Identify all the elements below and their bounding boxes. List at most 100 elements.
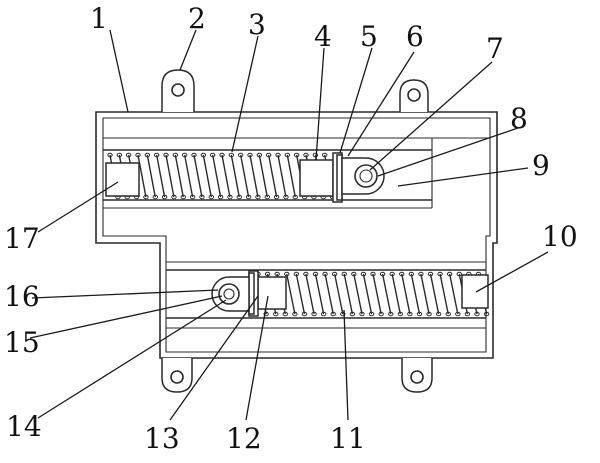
spring-coil-end: [284, 152, 291, 158]
spring-coil: [137, 154, 147, 198]
label-7: 7: [486, 32, 504, 65]
spring-coil-end: [370, 271, 376, 277]
label-15: 15: [4, 326, 40, 359]
callout-numbers: 1 2 3 4 5 6 7 8 9 10 11 12 13 14 15 16 1…: [4, 2, 578, 455]
spring-coil: [439, 273, 449, 315]
spring-coil: [211, 154, 222, 198]
spring-coil-end: [340, 311, 346, 317]
spring-coil-end: [379, 271, 386, 277]
spring-coil-end: [256, 152, 263, 158]
top-pin-inner: [359, 169, 373, 183]
label-9: 9: [532, 149, 550, 182]
spring-coil-end: [171, 194, 177, 200]
spring-coil-end: [360, 271, 367, 277]
label-4: 4: [314, 20, 332, 53]
spring-coil-end: [273, 194, 280, 200]
spring-coil-end: [331, 271, 338, 277]
spring-coil-end: [180, 194, 186, 200]
spring-coil-end: [320, 311, 327, 317]
spring-coil-end: [153, 152, 160, 158]
spring-coil: [258, 154, 268, 198]
spring-coil: [277, 154, 287, 198]
spring-coil: [286, 154, 296, 198]
spring-coil-end: [312, 152, 319, 158]
spring-coil: [362, 273, 373, 315]
spring-coil-end: [311, 311, 317, 317]
spring-coil: [381, 273, 392, 315]
spring-coil: [401, 273, 411, 315]
label-1: 1: [90, 2, 108, 35]
spring-coil-end: [426, 311, 432, 317]
spring-coil: [343, 273, 354, 315]
label-5: 5: [360, 20, 378, 53]
label-17: 17: [4, 222, 40, 255]
spring-coil-end: [237, 152, 244, 158]
spring-coil: [410, 273, 421, 315]
spring-coil: [295, 273, 306, 315]
spring-coil-end: [227, 194, 233, 200]
spring-coil-end: [446, 271, 453, 277]
spring-coil-end: [312, 271, 319, 277]
spring-coil: [314, 273, 325, 315]
spring-coil: [305, 273, 315, 315]
spring-coil-end: [135, 152, 141, 158]
spring-coil-end: [399, 271, 405, 277]
spring-coil-end: [144, 152, 151, 158]
spring-coil-end: [341, 271, 347, 277]
spring-coil-end: [418, 271, 424, 277]
spring-coil-end: [330, 311, 336, 317]
bottom-slider-block: [257, 276, 287, 310]
spring-coil-end: [321, 152, 328, 158]
spring-coil-end: [274, 271, 280, 277]
spring-coil: [267, 154, 278, 198]
label-12: 12: [226, 422, 262, 455]
mounting-lug-bottom-right: [401, 358, 433, 393]
spring-coil-end: [378, 311, 384, 317]
spring-coil-end: [456, 271, 462, 277]
spring-coil-end: [445, 311, 451, 317]
bottom-pin-inner: [223, 288, 235, 300]
mounting-lug-top-left: [161, 69, 195, 112]
spring-coil-end: [349, 311, 356, 317]
spring-coil: [146, 154, 156, 198]
bottom-spring: [255, 271, 490, 317]
label-14: 14: [6, 410, 42, 443]
spring-coil-end: [303, 271, 309, 277]
mounting-lug-bottom-left: [161, 358, 193, 393]
spring-coil-end: [483, 311, 490, 317]
top-left-fixed-block: [105, 162, 140, 197]
spring-coil: [372, 273, 382, 315]
spring-coil-end: [152, 194, 158, 200]
spring-coil-end: [264, 194, 270, 200]
top-pin-outer: [354, 164, 378, 188]
spring-coil: [230, 154, 240, 198]
label-10: 10: [542, 220, 578, 253]
spring-coil-end: [125, 152, 132, 158]
spring-coil-end: [273, 311, 279, 317]
spring-coil-end: [163, 152, 169, 158]
spring-coil: [353, 273, 363, 315]
spring-coil-end: [209, 152, 216, 158]
spring-coil-end: [437, 271, 443, 277]
spring-coil: [155, 154, 166, 198]
spring-coil-end: [359, 311, 365, 317]
spring-coil-end: [219, 152, 225, 158]
spring-coil-end: [474, 311, 480, 317]
label-3: 3: [248, 8, 266, 41]
spring-coil-end: [255, 194, 261, 200]
spring-coil-end: [282, 311, 289, 317]
spring-coil-end: [435, 311, 442, 317]
top-slider-block: [299, 159, 334, 197]
spring-coil: [239, 154, 250, 198]
spring-coil-end: [301, 311, 308, 317]
spring-coil: [391, 273, 401, 315]
spring-coil: [183, 154, 194, 198]
spring-coil-end: [107, 152, 113, 158]
spring-coil-end: [303, 152, 309, 158]
label-2: 2: [188, 2, 206, 35]
spring-coil: [193, 154, 203, 198]
spring-coil-end: [265, 152, 272, 158]
label-11: 11: [330, 422, 366, 455]
spring-coil-end: [292, 311, 298, 317]
